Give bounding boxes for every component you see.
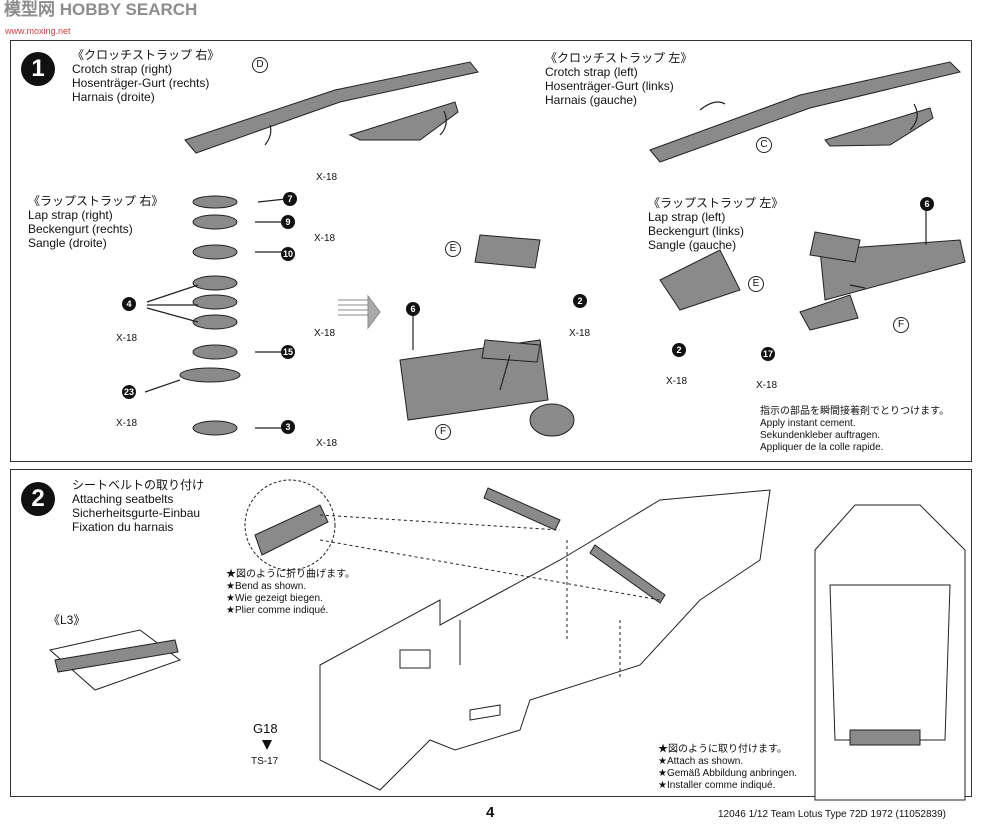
paint-x18: X-18 [314, 328, 336, 339]
paint-x18: X-18 [756, 380, 778, 391]
part-label-c: C [756, 137, 772, 153]
product-code: 12046 1/12 Team Lotus Type 72D 1972 (110… [718, 809, 946, 820]
lap-left-text: 《ラップストラップ 左》 Lap strap (left) Beckengurt… [648, 196, 784, 252]
page-number: 4 [486, 804, 495, 821]
chassis-tub [319, 489, 771, 791]
step2-number: 2 [21, 482, 55, 516]
part-4: 4 [122, 297, 136, 311]
paint-x18: X-18 [316, 438, 338, 449]
step2-title: シートベルトの取り付け Attaching seatbelts Sicherhe… [72, 478, 205, 534]
step1-number: 1 [21, 52, 55, 86]
part-6-left: 6 [920, 197, 934, 211]
part-3: 3 [281, 420, 295, 434]
ts17-label: TS-17 [251, 756, 279, 767]
part-15: 15 [281, 345, 295, 359]
part-label-e-left: E [748, 276, 764, 292]
part-2-left: 2 [672, 343, 686, 357]
part-label-f: F [435, 424, 451, 440]
attach-note: ★図のように取り付けます。 ★Attach as shown. ★Gemäß A… [658, 744, 798, 791]
paint-x18: X-18 [314, 233, 336, 244]
paint-x18: X-18 [116, 333, 138, 344]
part-2: 2 [573, 294, 587, 308]
paint-x18: X-18 [116, 418, 138, 429]
part-10: 10 [281, 247, 295, 261]
crotch-strap-right [184, 61, 479, 154]
paint-x18: X-18 [316, 172, 338, 183]
bend-note: ★図のように折り曲げます。 ★Bend as shown. ★Wie gezei… [226, 569, 355, 616]
part-label-e: E [445, 241, 461, 257]
part-7: 7 [283, 192, 297, 206]
l3-label: 《L3》 [48, 613, 86, 627]
part-17: 17 [761, 347, 775, 361]
part-label-d: D [252, 57, 268, 73]
lap-right-text: 《ラップストラップ 右》 Lap strap (right) Beckengur… [28, 194, 164, 250]
crotch-strap-left [649, 61, 961, 163]
paint-x18: X-18 [569, 328, 591, 339]
part-9: 9 [281, 215, 295, 229]
paint-x18: X-18 [666, 376, 688, 387]
part-23: 23 [122, 385, 136, 399]
crotch-left-text: 《クロッチストラップ 左》 Crotch strap (left) Hosent… [545, 51, 693, 107]
part-6: 6 [406, 302, 420, 316]
cement-note: 指示の部品を瞬間接着剤でとりつけます。 Apply instant cement… [760, 406, 950, 453]
watermark: 模型网 HOBBY SEARCH [4, 0, 198, 19]
lap-strap-left [659, 249, 741, 311]
site-url: www.moxing.net [5, 26, 71, 36]
part-label-f-left: F [893, 317, 909, 333]
crotch-right-text: 《クロッチストラップ 右》 Crotch strap (right) Hosen… [72, 48, 220, 104]
g18-label: G18 [253, 721, 278, 736]
